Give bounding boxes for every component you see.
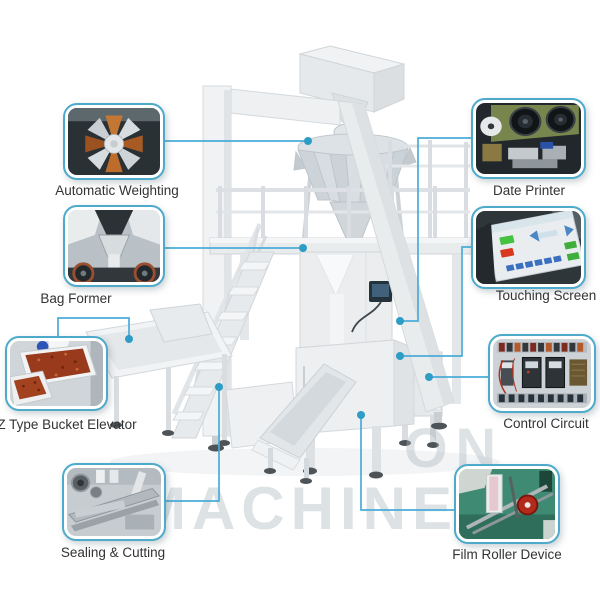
bag-former-photo	[68, 210, 160, 282]
date-printer-thumbnail	[471, 98, 586, 179]
label-z-type-bucket-elevator: Z Type Bucket Elevator	[0, 417, 137, 432]
sealing-cutting-photo	[67, 468, 161, 536]
bagger-body	[299, 251, 393, 349]
film-roller-device-photo	[459, 469, 555, 539]
label-automatic-weighting: Automatic Weighting	[55, 183, 179, 198]
label-film-roller-device: Film Roller Device	[452, 547, 562, 562]
touching-screen-thumbnail	[471, 206, 586, 289]
automatic-weighting-thumbnail	[63, 103, 165, 180]
z-type-bucket-elevator-photo	[10, 341, 103, 406]
label-touching-screen: Touching Screen	[495, 288, 597, 303]
label-sealing-cutting: Sealing & Cutting	[60, 545, 166, 560]
touching-screen-photo	[476, 211, 581, 284]
control-circuit-photo	[493, 339, 591, 408]
date-printer-photo	[476, 103, 581, 174]
label-control-circuit: Control Circuit	[503, 416, 589, 431]
film-roller-device-thumbnail	[454, 464, 560, 544]
automatic-weighting-photo	[68, 108, 160, 175]
z-type-bucket-elevator-thumbnail	[5, 336, 108, 411]
label-bag-former: Bag Former	[40, 291, 112, 306]
output-conveyor	[225, 363, 357, 484]
control-circuit-thumbnail	[488, 334, 596, 413]
hmi-screen	[369, 281, 392, 302]
label-date-printer: Date Printer	[492, 183, 566, 198]
sealing-cutting-thumbnail	[62, 463, 166, 541]
bag-former-thumbnail	[63, 205, 165, 287]
watermark-text-line2: MACHINE	[136, 475, 458, 542]
